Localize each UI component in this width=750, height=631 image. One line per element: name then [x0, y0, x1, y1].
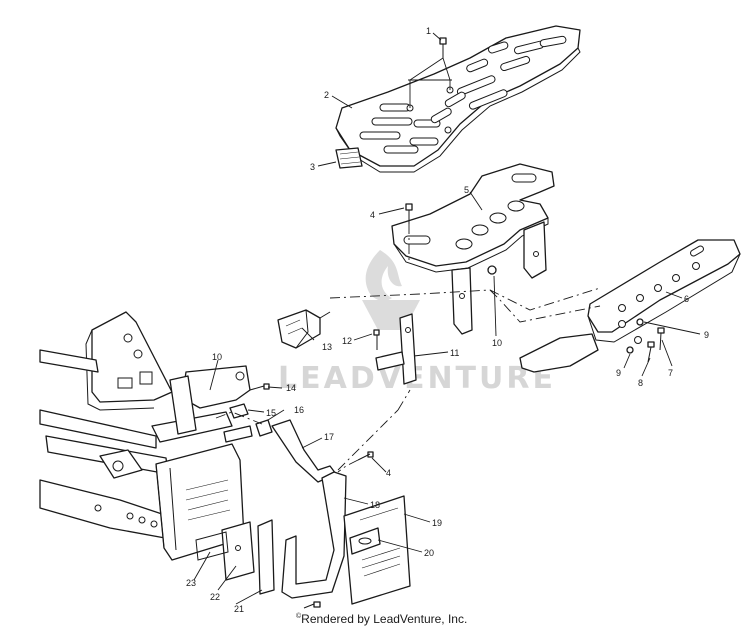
bottom-screw [303, 601, 321, 609]
footer-credit: ©Rendered by LeadVenture, Inc. [296, 612, 467, 626]
part-12-screw [373, 329, 380, 350]
callout-15: 15 [266, 408, 276, 418]
callout-20: 20 [424, 548, 434, 558]
callout-14: 14 [286, 383, 296, 393]
part-4-bolt-upper [405, 203, 413, 224]
footer-text: Rendered by LeadVenture, Inc. [301, 612, 468, 626]
part-11-bracket [375, 313, 417, 385]
callouts: 1 2 3 4 5 6 9 7 8 9 10 11 12 13 10 14 15… [186, 26, 709, 614]
callout-21: 21 [234, 604, 244, 614]
callout-19: 19 [432, 518, 442, 528]
callout-7: 7 [668, 368, 673, 378]
callout-8: 8 [638, 378, 643, 388]
part-2-rack-platform [335, 25, 581, 173]
vehicle-frame [39, 311, 251, 541]
callout-23: 23 [186, 578, 196, 588]
part-6-rear-bumper [519, 239, 741, 373]
callout-5: 5 [464, 185, 469, 195]
part-1-bolt [439, 37, 447, 58]
part-15-clamp [229, 403, 249, 419]
part-18-support-frame [281, 471, 347, 599]
callout-4a: 4 [370, 210, 375, 220]
part-21-bracket [257, 519, 275, 595]
part-7-bolt [657, 327, 665, 351]
callout-10a: 10 [212, 352, 222, 362]
part-13-tail-light [277, 309, 331, 349]
callout-1: 1 [426, 26, 431, 36]
callout-22: 22 [210, 592, 220, 602]
callout-10b: 10 [492, 338, 502, 348]
part-14-bolt [249, 383, 270, 391]
callout-12: 12 [342, 336, 352, 346]
part-23-strap [195, 531, 229, 561]
leader-lines [193, 32, 701, 605]
part-19-shield [343, 495, 411, 605]
copyright-symbol: © [296, 613, 302, 620]
callout-3: 3 [310, 162, 315, 172]
part-9-washer-a [636, 318, 644, 326]
part-16-grommet [255, 419, 273, 437]
callout-6: 6 [684, 294, 689, 304]
callout-4b: 4 [386, 468, 391, 478]
callout-2: 2 [324, 90, 329, 100]
part-8-bolt [647, 341, 655, 363]
callout-9b: 9 [616, 368, 621, 378]
part-10-nut-upper [487, 265, 497, 275]
part-4-bolt-lower [357, 451, 374, 461]
callout-13: 13 [322, 342, 332, 352]
watermark-text: LEADVENTURE [278, 361, 556, 396]
callout-9a: 9 [704, 330, 709, 340]
part-20-decal [349, 527, 381, 555]
part-5-rack-frame [391, 163, 555, 335]
part-9-washer-b [626, 346, 634, 354]
part-17-tube [271, 419, 337, 483]
part-22-plate [221, 521, 255, 581]
callout-16: 16 [294, 405, 304, 415]
callout-11: 11 [450, 348, 459, 358]
callout-17: 17 [324, 432, 334, 442]
part-3-reflector [335, 147, 363, 169]
callout-18: 18 [370, 500, 380, 510]
